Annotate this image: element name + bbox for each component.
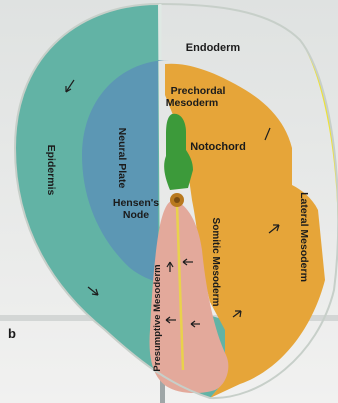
hensens-node-pit [174, 197, 180, 203]
label-endoderm: Endoderm [186, 42, 241, 54]
label-hensens-2: Node [123, 209, 149, 221]
label-notochord: Notochord [190, 141, 246, 153]
label-presumptive-mesoderm: Presumptive Mesoderm [152, 264, 163, 371]
label-lateral-mesoderm: Lateral Mesoderm [298, 192, 310, 282]
label-hensens-1: Hensen's [113, 197, 159, 209]
panel-letter: b [8, 326, 16, 341]
label-epidermis: Epidermis [45, 145, 57, 196]
label-somitic-mesoderm: Somitic Mesoderm [210, 218, 221, 307]
label-neural-plate: Neural Plate [116, 128, 128, 189]
label-prechordal-2: Mesoderm [166, 97, 219, 109]
label-prechordal-1: Prechordal [171, 85, 226, 97]
